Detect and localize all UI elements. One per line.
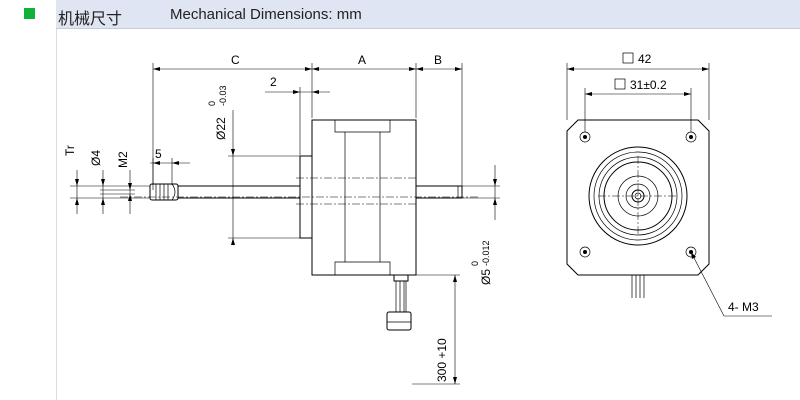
mounting-hole — [685, 131, 697, 143]
dim-label-2: 2 — [270, 75, 277, 89]
dim-label-shaft-tol-upper: 0 — [470, 261, 480, 266]
mounting-hole — [579, 131, 591, 143]
dim-label-tr: Tr — [63, 145, 77, 156]
square-symbol-icon — [614, 78, 626, 90]
title-bar: 机械尺寸 Mechanical Dimensions: mm — [56, 0, 800, 29]
dim-label-boss-diameter: Ø22 — [214, 117, 228, 140]
title-english: Mechanical Dimensions: mm — [170, 6, 362, 23]
dim-label-42: 42 — [638, 52, 652, 66]
dim-label-b: B — [434, 53, 442, 67]
front-view: 42 31±0.2 — [566, 52, 772, 317]
dim-label-shaft-tol-lower: -0.012 — [481, 240, 491, 266]
dim-label-shaft-diameter: Ø5 — [479, 269, 493, 285]
mounting-hole — [579, 246, 591, 258]
side-strip — [0, 0, 57, 400]
title-chinese: 机械尺寸 — [58, 11, 123, 28]
dim-label-boss-tol-lower: -0.03 — [218, 85, 228, 106]
green-square-bullet-icon — [24, 8, 35, 19]
dim-label-5: 5 — [155, 147, 162, 161]
side-view: C A B 2 Ø22 0 -0.03 — [63, 53, 500, 385]
dim-label-m2: M2 — [116, 151, 130, 168]
dim-label-boss-tol-upper: 0 — [207, 101, 217, 106]
dim-label-holes: 4- M3 — [728, 300, 759, 314]
square-symbol-icon — [622, 52, 634, 64]
dim-label-d4: Ø4 — [89, 150, 103, 166]
dim-label-31: 31±0.2 — [630, 78, 667, 92]
dim-label-lead-length: 300 +10 — [435, 338, 449, 382]
dim-label-a: A — [358, 53, 366, 67]
dim-label-c: C — [231, 53, 240, 67]
